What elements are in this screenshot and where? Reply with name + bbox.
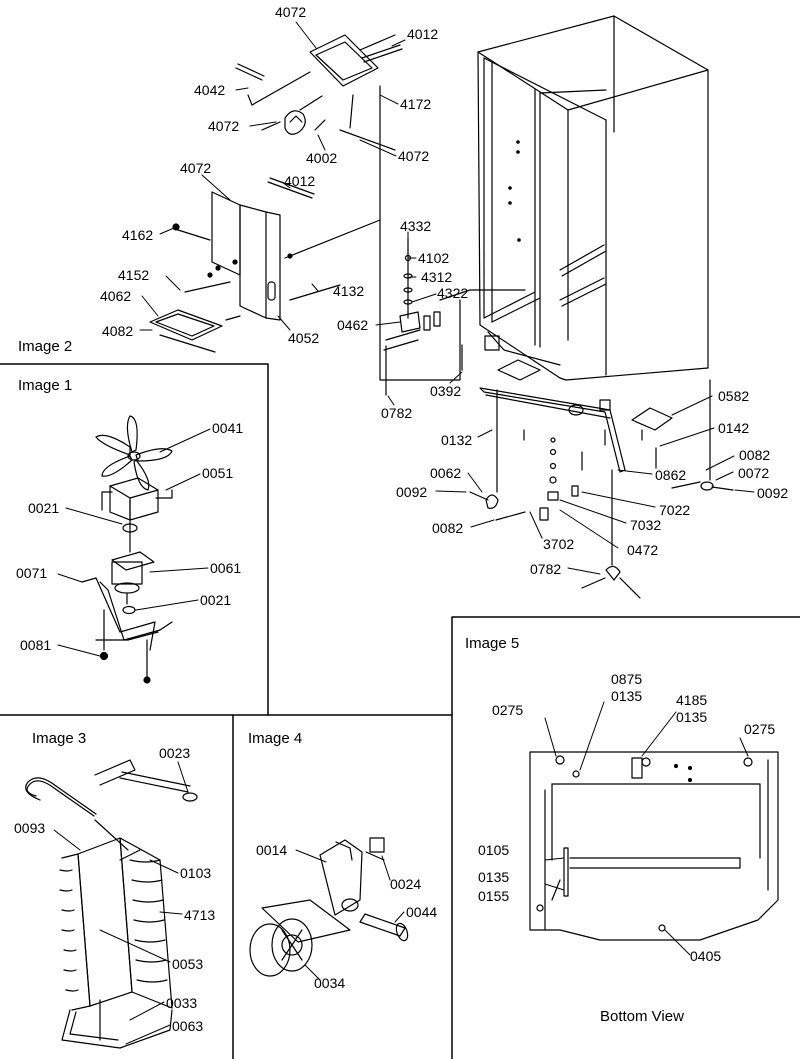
part-label-0462: 0462 [337,317,369,333]
part-label-7022: 7022 [659,502,691,518]
part-label-0582: 0582 [718,388,750,404]
part-label-0062: 0062 [430,465,462,481]
part-label-4002: 4002 [306,150,338,166]
section-title-image4: Image 4 [248,730,303,747]
part-label-0063: 0063 [172,1018,204,1034]
part-label-4062: 4062 [100,288,132,304]
part-label-0405: 0405 [690,948,722,964]
part-label-0135: 0135 [611,688,643,704]
part-label-4322: 4322 [437,285,469,301]
refrigerator-cabinet [477,15,709,411]
part-label-4042: 4042 [194,82,226,98]
part-label-4185: 4185 [676,692,708,708]
part-label-4172: 4172 [400,96,432,112]
part-label-0875: 0875 [611,671,643,687]
part-label-0275: 0275 [492,702,524,718]
part-label-0034: 0034 [314,975,346,991]
part-label-0103: 0103 [180,865,212,881]
part-label-4162: 4162 [122,227,154,243]
part-label-4052: 4052 [288,330,320,346]
part-label-4332: 4332 [400,218,432,234]
part-label-0472: 0472 [627,542,659,558]
part-label-0061: 0061 [210,560,242,576]
part-label-4312: 4312 [421,269,453,285]
part-label-0093: 0093 [14,820,46,836]
part-label-0082: 0082 [739,447,771,463]
part-label-0024: 0024 [390,876,422,892]
part-label-4012: 4012 [407,26,439,42]
part-label-0105: 0105 [478,842,510,858]
part-label-0023: 0023 [159,745,191,761]
part-label-0014: 0014 [256,842,288,858]
part-label-4152: 4152 [118,267,150,283]
bottom-view-caption: Bottom View [600,1008,684,1025]
part-label-0135: 0135 [676,709,708,725]
part-label-0862: 0862 [655,467,687,483]
part-label-7032: 7032 [630,517,662,533]
panel-frames [0,363,800,1059]
lower-hardware [383,237,734,599]
part-label-0021: 0021 [200,592,232,608]
image3-evaporator [25,759,198,1049]
part-label-4713: 4713 [184,907,216,923]
fan-shroud-assembly [149,177,381,353]
part-label-0082: 0082 [432,520,464,536]
part-label-4132: 4132 [333,283,365,299]
part-label-0135: 0135 [478,869,510,885]
part-label-4072: 4072 [180,160,212,176]
part-label-0155: 0155 [478,888,510,904]
part-label-0092: 0092 [757,485,789,501]
part-label-4072: 4072 [398,148,430,164]
part-label-0142: 0142 [718,420,750,436]
section-title-image3: Image 3 [32,730,87,747]
part-label-0092: 0092 [396,484,428,500]
part-label-0132: 0132 [441,432,473,448]
part-label-0782: 0782 [381,405,413,421]
part-label-0021: 0021 [28,500,60,516]
part-label-3702: 3702 [543,536,575,552]
part-label-0782: 0782 [530,561,562,577]
part-label-4102: 4102 [418,250,450,266]
part-label-0275: 0275 [744,721,776,737]
section-title-image5: Image 5 [465,635,520,652]
image1-fan-motor [81,415,173,684]
part-label-0051: 0051 [202,465,234,481]
part-label-4072: 4072 [275,4,307,20]
image5-bottom-view [529,751,779,941]
section-title-image2: Image 2 [18,338,73,355]
upper-fan-assembly [235,34,461,381]
part-label-0033: 0033 [166,995,198,1011]
part-label-0071: 0071 [16,565,48,581]
part-label-4012: 4012 [284,173,316,189]
part-label-0044: 0044 [406,904,438,920]
part-label-0041: 0041 [212,420,244,436]
part-label-4082: 4082 [102,323,134,339]
part-label-4072: 4072 [208,118,240,134]
part-label-0053: 0053 [172,956,204,972]
part-label-0072: 0072 [738,465,770,481]
section-title-image1: Image 1 [18,377,73,394]
part-label-0081: 0081 [20,637,52,653]
image4-roller [249,837,409,977]
leader-lines [53,21,755,1045]
part-label-0392: 0392 [430,383,462,399]
